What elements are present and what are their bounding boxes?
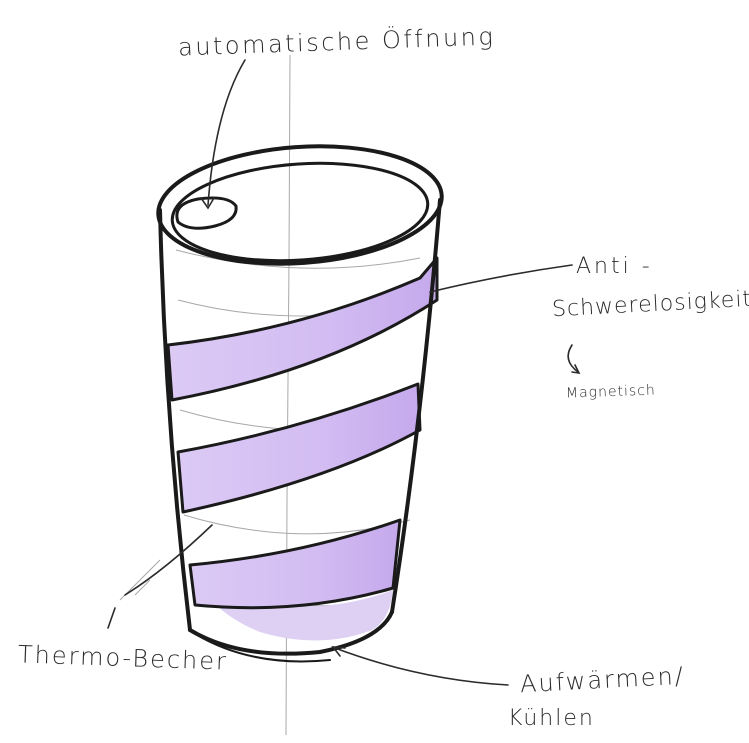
band-top — [168, 258, 437, 400]
band-lower — [190, 520, 400, 608]
lid-opening — [177, 198, 236, 228]
spiral-bands — [168, 258, 437, 608]
band-middle — [178, 384, 420, 512]
label-kuehlen: Kühlen — [508, 706, 595, 731]
label-magnetisch: Magnetisch — [566, 382, 656, 401]
label-anti: Anti - — [576, 254, 653, 279]
